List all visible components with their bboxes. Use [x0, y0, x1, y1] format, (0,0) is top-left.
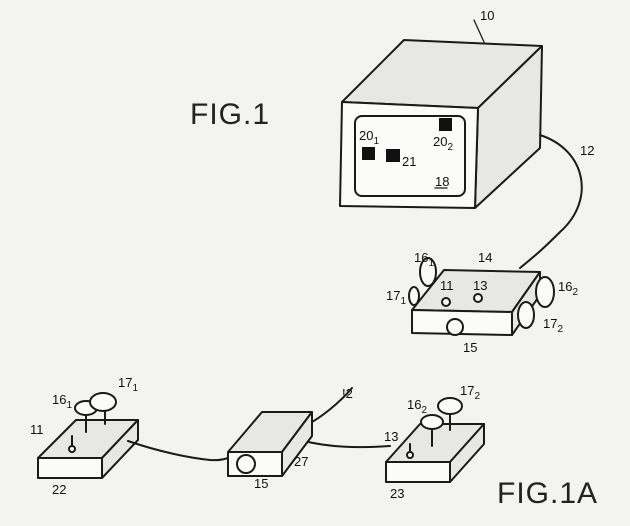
cable-right [299, 439, 391, 449]
label-a11: 11 [30, 422, 44, 437]
cable-left [127, 440, 243, 462]
unit-22 [37, 392, 139, 479]
label-a17-1: 171 [118, 375, 138, 394]
label-20-2: 202 [433, 134, 453, 153]
knob-a17-2 [437, 397, 463, 415]
label-21: 21 [402, 154, 416, 169]
label-a22: 22 [52, 482, 66, 497]
display-monitor [339, 39, 543, 209]
cable-12 [519, 134, 583, 269]
fig1a-title: FIG.1A [497, 477, 598, 510]
unit-23 [385, 397, 485, 483]
switch-13 [473, 293, 483, 303]
unit-22-front [37, 457, 103, 479]
label-17-1: 171 [386, 288, 406, 307]
marker-21 [386, 149, 400, 162]
switch-a13-base [406, 451, 414, 459]
knob-a16-2 [420, 414, 444, 430]
marker-20-1 [362, 147, 375, 160]
label-a16-2: 162 [407, 397, 427, 416]
unit-23-front [385, 461, 451, 483]
label-13: 13 [473, 278, 487, 293]
label-12: 12 [580, 143, 594, 158]
label-a15: 15 [254, 476, 268, 491]
marker-20-2 [439, 118, 452, 131]
knob-17-1 [408, 286, 420, 306]
label-20-1: 201 [359, 128, 379, 147]
knob-17-2 [517, 301, 535, 329]
label-a16-1: 161 [52, 392, 72, 411]
label-a13: 13 [384, 429, 398, 444]
knob-16-2 [535, 276, 555, 308]
controller-14 [408, 257, 555, 336]
display-screen [354, 115, 466, 197]
label-a17-2: 172 [460, 383, 480, 402]
switch-11 [441, 297, 451, 307]
junction-box-27 [227, 411, 313, 477]
leader-10 [473, 19, 485, 43]
knob-a17-1 [89, 392, 117, 412]
label-11: 11 [440, 278, 454, 293]
fig1-title: FIG.1 [190, 98, 270, 131]
label-14: 14 [478, 250, 492, 265]
label-18: 18 [435, 174, 449, 189]
label-a23: 23 [390, 486, 404, 501]
knob-a15 [236, 454, 256, 474]
label-16-1: 161 [414, 250, 434, 269]
label-17-2: 172 [543, 316, 563, 335]
knob-15 [446, 318, 464, 336]
label-16-2: 162 [558, 279, 578, 298]
label-10: 10 [480, 8, 494, 23]
switch-a11-base [68, 445, 76, 453]
label-a27: 27 [294, 454, 308, 469]
knob-16-1 [419, 257, 437, 287]
label-a12: !2 [342, 386, 353, 401]
label-15: 15 [463, 340, 477, 355]
